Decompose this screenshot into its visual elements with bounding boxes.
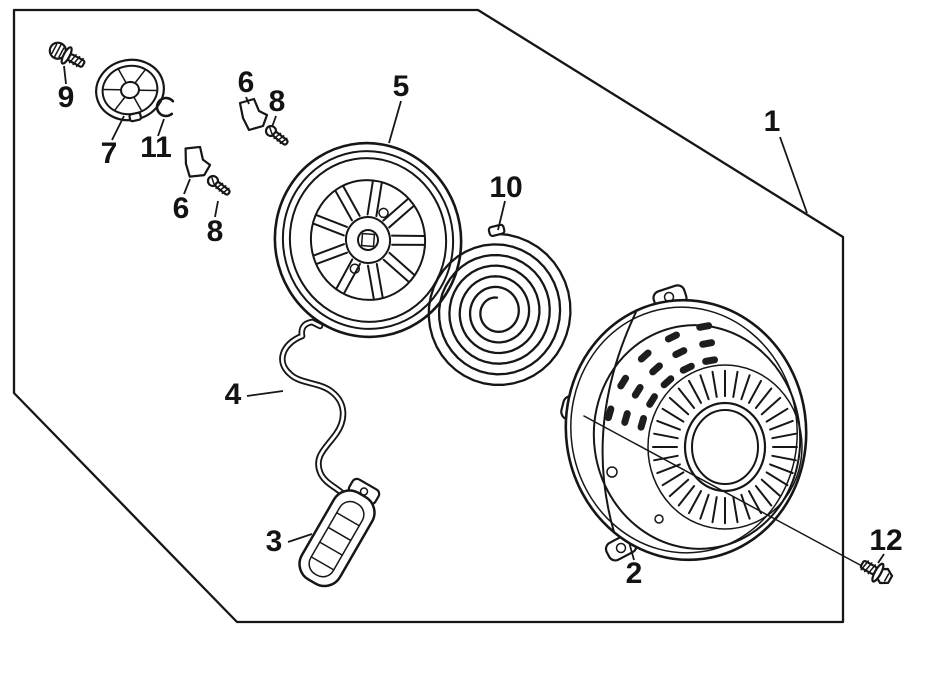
part-friction-plate [95,58,165,123]
leader-line-12 [877,553,885,564]
callout-11: 11 [140,131,172,164]
part-starter-housing [560,284,808,562]
leader-line-10 [497,200,506,231]
callout-3: 3 [266,525,283,558]
part-starter-rope [279,318,366,512]
leader-line-8a [271,115,277,128]
part-screw-a [262,122,291,149]
callout-1: 1 [764,105,781,138]
leader-line-9 [63,65,67,85]
callout-6a: 6 [238,66,255,99]
leader-line-8b [214,200,219,218]
part-friction-spring [155,96,175,118]
leader-line-2 [628,541,635,561]
part-starter-pulley [273,141,463,339]
part-starter-grip [298,477,381,588]
callout-2: 2 [626,557,643,590]
callout-9: 9 [58,81,75,114]
part-recoil-spring [427,223,572,386]
callout-8b: 8 [207,215,224,248]
leader-line-6b [183,178,191,195]
leader-line-6a [245,96,250,105]
panel-outline [12,8,845,624]
assembly-axis-line [583,415,863,567]
leader-line-7 [111,115,125,141]
leader-line-3 [287,533,313,543]
part-flange-bolt [859,560,894,585]
leader-line-4 [246,390,284,397]
callout-10: 10 [489,171,522,204]
leader-line-5 [388,100,402,144]
leader-line-11 [157,118,165,137]
part-screw-b [204,172,233,199]
callout-12: 12 [869,524,902,557]
callout-5: 5 [393,70,410,103]
part-ratchet-a [238,97,269,132]
callout-7: 7 [101,137,118,170]
callout-4: 4 [225,378,242,411]
callout-8a: 8 [269,85,286,118]
callout-6b: 6 [173,192,190,225]
part-ratchet-b [179,143,214,181]
part-setting-bolt [48,41,86,68]
leader-line-1 [779,136,808,214]
